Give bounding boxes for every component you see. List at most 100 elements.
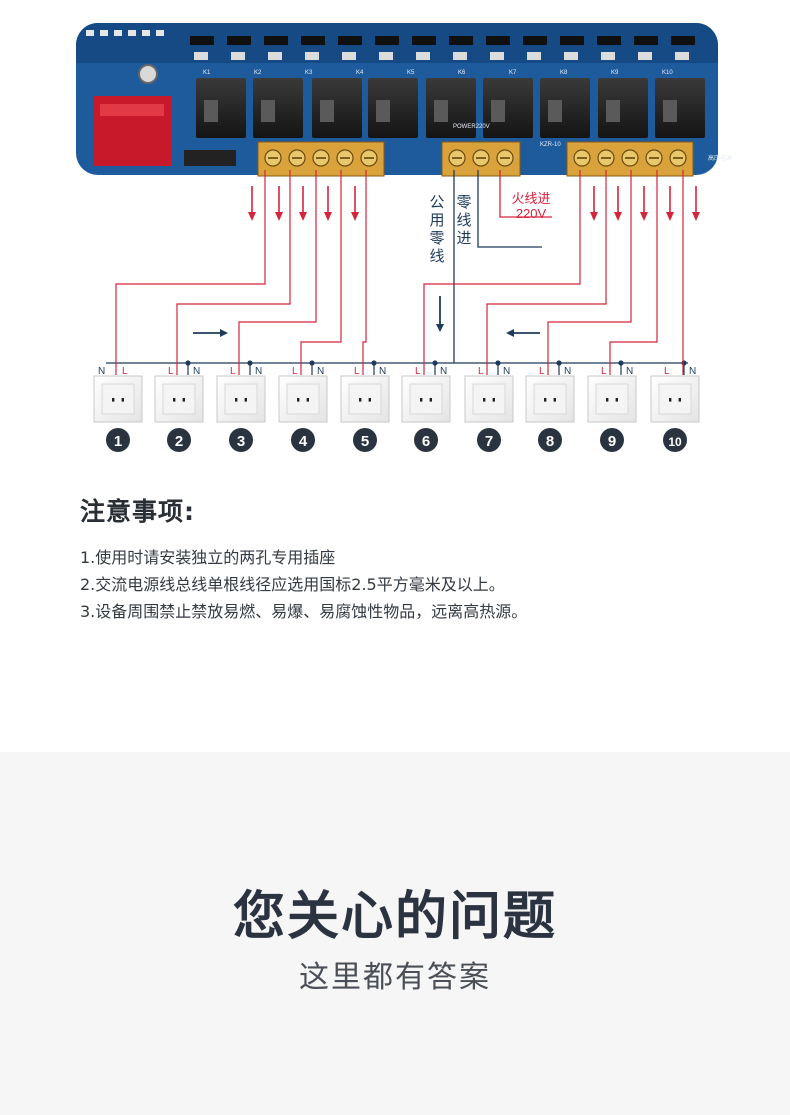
zero-in-char: 线 (456, 212, 471, 229)
socket-number: 2 (175, 433, 183, 450)
chip (227, 36, 251, 45)
socket-number-badge (663, 428, 687, 452)
relay (253, 78, 303, 138)
socket-face (286, 383, 320, 415)
socket-face (162, 383, 196, 415)
silk-label: K8 (560, 70, 568, 76)
terminal-N-label: N (379, 366, 386, 377)
socket-hole (544, 398, 547, 402)
terminal-L-label: L (168, 366, 174, 377)
socket-face (533, 383, 567, 415)
common-zero-char: 线 (429, 248, 444, 265)
terminal-N-label: N (689, 366, 696, 377)
silk-label: K2 (254, 70, 262, 76)
live-wire (423, 170, 581, 375)
terminal-L-label: L (354, 366, 360, 377)
socket-hole (121, 398, 124, 402)
socket: 4NL (278, 366, 328, 452)
terminal-N-label: N (626, 366, 633, 377)
down-arrow-head (692, 212, 700, 221)
live-wire (609, 170, 658, 375)
zero-in-char: 零 (456, 194, 471, 211)
chip (634, 36, 658, 45)
socket-hole (678, 398, 681, 402)
zero-in-wire (477, 170, 542, 248)
live-wire (547, 170, 632, 375)
left-arrow-head (506, 329, 514, 337)
note-item: 2.交流电源线总线单根线径应选用国标2.5平方毫米及以上。 (80, 575, 505, 594)
socket-number-badge (600, 428, 624, 452)
socket-hole (244, 398, 247, 402)
silk-label: POWER220V (453, 124, 490, 130)
socket-face (472, 383, 506, 415)
socket-number-badge (538, 428, 562, 452)
socket-number: 10 (668, 435, 682, 449)
notes-title: 注意事项: (80, 497, 195, 526)
socket-number: 8 (546, 433, 554, 450)
down-arrow-head (590, 212, 598, 221)
chip (264, 36, 288, 45)
live-wire (486, 170, 607, 375)
socket-number: 5 (361, 433, 369, 450)
note-item: 1.使用时请安装独立的两孔专用插座 (80, 548, 336, 567)
chip (301, 36, 325, 45)
silk-label: K7 (509, 70, 517, 76)
socket-number-badge (229, 428, 253, 452)
socket-hole (173, 398, 176, 402)
wires (106, 170, 688, 375)
chip (338, 36, 362, 45)
live-wire (176, 170, 291, 375)
faq-subtitle: 这里都有答案 (299, 960, 491, 995)
chip (523, 36, 547, 45)
socket-face (409, 383, 443, 415)
down-arrow-head (248, 212, 256, 221)
chip (560, 36, 584, 45)
socket-number: 9 (608, 433, 616, 450)
socket-hole (235, 398, 238, 402)
chip (486, 36, 510, 45)
socket-number-badge (106, 428, 130, 452)
socket: 2 N L (154, 366, 204, 452)
chip (449, 36, 473, 45)
live-wire (362, 170, 367, 375)
socket-hole (112, 398, 115, 402)
socket-number: 1 (114, 433, 122, 450)
socket-face (348, 383, 382, 415)
socket-face (224, 383, 258, 415)
terminal-N-label: N (317, 366, 324, 377)
terminal-N-label: N (440, 366, 447, 377)
common-zero-char: 用 (429, 212, 444, 229)
socket-hole (368, 398, 371, 402)
relay (426, 78, 476, 138)
common-zero-char: 零 (429, 230, 444, 247)
socket-hole (483, 398, 486, 402)
socket-number-badge (167, 428, 191, 452)
terminal-N-label: N (564, 366, 571, 377)
current-arrows (193, 186, 700, 337)
down-arrow-head (275, 212, 283, 221)
terminal-L-label: L (478, 366, 484, 377)
terminal-L-label: L (539, 366, 545, 377)
silk-label: K1 (203, 70, 211, 76)
silk-label: K3 (305, 70, 313, 76)
silk-label: K10 (662, 70, 673, 76)
silk-label: KZR-10 (540, 142, 561, 148)
socket: 8 N L (525, 366, 575, 452)
zero-in-char: 进 (456, 230, 471, 247)
down-arrow-head (640, 212, 648, 221)
relay (312, 78, 362, 138)
socket-hole (306, 398, 309, 402)
down-flow-arrow-head (436, 324, 444, 332)
down-arrow-head (324, 212, 332, 221)
socket-number-badge (291, 428, 315, 452)
terminal-N-label: N (193, 366, 200, 377)
terminal-L-label: L (664, 366, 670, 377)
down-arrow-head (299, 212, 307, 221)
live-wire (300, 170, 342, 375)
silk-label: 高压电源 (708, 154, 732, 162)
silk-label: K5 (407, 70, 415, 76)
terminal-N-label: N (98, 366, 105, 377)
chip (412, 36, 436, 45)
